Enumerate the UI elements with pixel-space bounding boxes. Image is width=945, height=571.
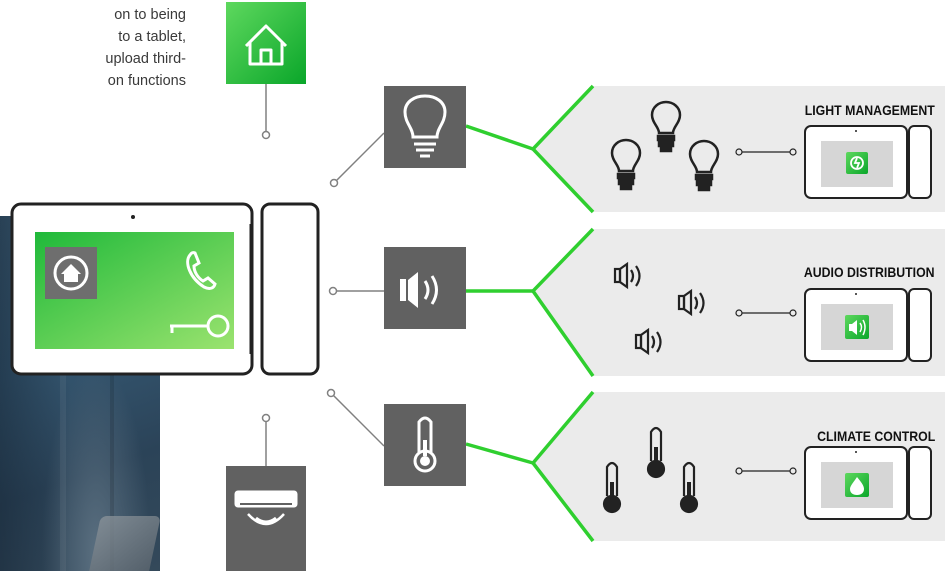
category-box-audio [384,247,466,329]
speaker-icon [613,261,641,290]
main-control-panel [10,202,320,376]
thermometer-icon [602,461,622,514]
category-box-light [384,86,466,168]
link-audio [735,309,797,317]
panel-light-contents [610,100,720,192]
speaker-icon [634,327,662,356]
thermometer-icon [646,426,666,479]
thermometer-icon [679,461,699,514]
intro-text: on to being to a tablet, upload third- o… [105,7,186,89]
tablet-light [804,125,932,199]
connectors [332,132,385,447]
power-icon [850,156,864,170]
speaker-icon [400,272,438,308]
ac-box-bottom [226,413,306,571]
bulb-icon [403,94,447,158]
tablet-audio [804,288,932,362]
speaker-icon [677,288,705,317]
category-box-climate [384,404,466,486]
bulb-icon [650,100,682,153]
panel-title-light: LIGHT MANAGEMENT [804,102,935,118]
panel-title-audio: AUDIO DISTRIBUTION [804,264,935,280]
house-icon [244,24,288,66]
panel-climate-contents [602,426,699,514]
bulb-icon [610,138,642,191]
air-conditioner-icon [234,490,298,526]
house-icon [53,255,89,291]
panel-title-climate: CLIMATE CONTROL [816,428,935,444]
key-icon [170,314,230,338]
tablet-climate [804,446,932,520]
link-climate [735,467,797,475]
bulb-icon [688,139,720,192]
link-light [735,148,797,156]
phone-icon [186,251,217,290]
house-box-top [226,2,306,140]
thermometer-icon [413,416,437,473]
panel-audio-contents [613,261,705,356]
speaker-icon [849,319,866,336]
flame-icon [850,477,864,495]
